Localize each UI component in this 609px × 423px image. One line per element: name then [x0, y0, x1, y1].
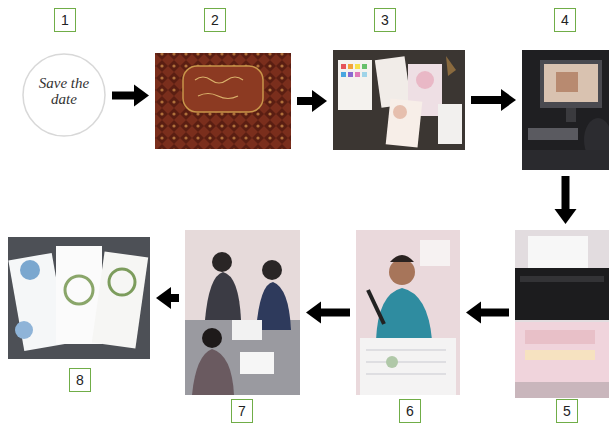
step-number: 7: [231, 399, 253, 423]
printer-photo: [515, 230, 609, 398]
arrow-shaft: [297, 97, 312, 105]
arrow-head: [134, 85, 149, 107]
assembling-photo: [185, 230, 300, 395]
arrow-head: [501, 89, 516, 111]
flow-arrow: [156, 287, 179, 309]
arrow-shaft: [562, 176, 570, 209]
arrow-shaft: [171, 294, 179, 302]
step-number: 2: [204, 8, 226, 32]
step-photo-frame: 3: [333, 50, 465, 150]
flow-arrow: [306, 302, 350, 324]
photo-caption-text: Save the date: [28, 76, 100, 108]
save-the-date-photo: [23, 54, 105, 136]
arrow-shaft: [321, 309, 350, 317]
step-photo-frame: 7: [185, 230, 300, 395]
step-number: 8: [69, 368, 91, 392]
arrow-shaft: [112, 92, 134, 100]
step-photo-frame: 4: [522, 50, 609, 170]
cutting-photo: [356, 230, 460, 395]
finished-invitations-photo: [8, 237, 150, 359]
flow-arrow: [555, 176, 577, 224]
step-photo-frame: 6: [356, 230, 460, 395]
arrow-head: [466, 302, 481, 324]
step-photo-frame: 8: [8, 237, 150, 359]
arrow-head: [306, 302, 321, 324]
arrow-head: [156, 287, 171, 309]
arrow-head: [555, 209, 577, 224]
arrow-head: [312, 90, 327, 112]
paper-samples-photo: [333, 50, 465, 150]
step-photo-frame: 2: [155, 53, 291, 149]
arrow-shaft: [481, 309, 509, 317]
step-number: 5: [556, 399, 578, 423]
step-number: 1: [54, 8, 76, 32]
step-number: 6: [399, 399, 421, 423]
step-number: 4: [554, 8, 576, 32]
flow-arrow: [471, 89, 516, 111]
batik-invitation-photo: [155, 53, 291, 149]
flow-arrow: [297, 90, 327, 112]
arrow-shaft: [471, 96, 501, 104]
flow-arrow: [112, 85, 149, 107]
step-photo-frame: 5: [515, 230, 609, 398]
flow-arrow: [466, 302, 509, 324]
computer-design-photo: [522, 50, 609, 170]
step-number: 3: [374, 8, 396, 32]
